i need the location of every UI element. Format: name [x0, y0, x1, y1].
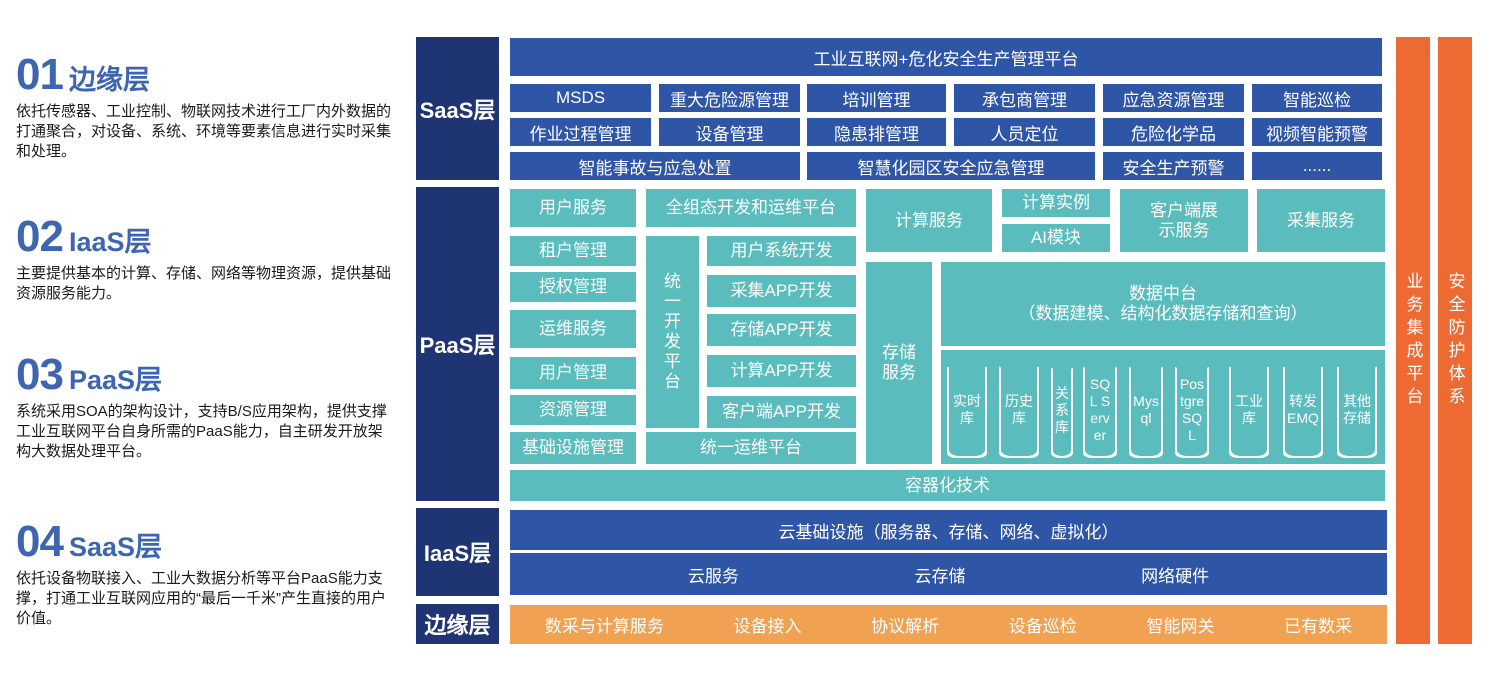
- db-cylinder: 转发EMQ: [1280, 353, 1326, 461]
- paas-compute-service: 计算服务: [866, 189, 992, 252]
- data-center: 数据中台 （数据建模、结构化数据存储和查询）: [941, 262, 1385, 346]
- section-iaas: 02 IaaS层 主要提供基本的计算、存储、网络等物理资源，提供基础资源服务能力…: [16, 212, 396, 304]
- section-saas: 04 SaaS层 依托设备物联接入、工业大数据分析等平台PaaS能力支撑，打通工…: [16, 517, 396, 629]
- paas-storage-service: 存储服务: [866, 262, 932, 464]
- iaas-item: 云服务: [687, 566, 739, 586]
- saas-item: 应急资源管理: [1103, 84, 1244, 112]
- paas-item: 用户服务: [510, 189, 636, 227]
- db-cylinder: 实时库: [944, 353, 990, 461]
- section-number: 01: [16, 50, 64, 99]
- paas-item: 授权管理: [510, 272, 636, 302]
- paas-item: 基础设施管理: [510, 432, 636, 464]
- saas-item: 设备管理: [659, 118, 800, 146]
- paas-item: 运维服务: [510, 310, 636, 348]
- paas-item: 资源管理: [510, 395, 636, 425]
- db-label: 关系库: [1053, 364, 1071, 456]
- db-label: 历史库: [1001, 364, 1037, 456]
- saas-item: 智慧化园区安全应急管理: [807, 152, 1095, 180]
- db-cylinder: 历史库: [996, 353, 1042, 461]
- db-cylinder: Postgre SQL: [1172, 353, 1212, 461]
- section-title: PaaS层: [68, 365, 163, 395]
- iaas-services: 云服务 云存储 网络硬件: [510, 553, 1387, 595]
- db-cylinder: 关系库: [1048, 353, 1076, 461]
- paas-item: 用户管理: [510, 357, 636, 389]
- saas-item: 视频智能预警: [1252, 118, 1382, 146]
- edge-item: 数采与计算服务: [544, 617, 664, 636]
- section-title: 边缘层: [68, 65, 150, 95]
- iaas-item: 云存储: [914, 566, 966, 586]
- edge-item: 已有数采: [1284, 617, 1353, 636]
- db-cylinder: 其他存储: [1334, 353, 1380, 461]
- section-number: 02: [16, 212, 64, 261]
- iaas-cloud-infra: 云基础设施（服务器、存储、网络、虚拟化）: [510, 510, 1387, 550]
- saas-item: 人员定位: [954, 118, 1095, 146]
- db-cylinder: Mysql: [1126, 353, 1166, 461]
- saas-item: 安全生产预警: [1103, 152, 1244, 180]
- saas-item: 智能事故与应急处置: [510, 152, 800, 180]
- section-description: 系统采用SOA的架构设计，支持B/S应用架构，提供支撑工业互联网平台自身所需的P…: [16, 403, 387, 460]
- paas-ai-module: AI模块: [1002, 224, 1110, 252]
- layer-label-iaas: IaaS层: [416, 508, 499, 596]
- section-description: 依托设备物联接入、工业大数据分析等平台PaaS能力支撑，打通工业互联网应用的“最…: [16, 570, 386, 627]
- business-integration-platform: 业务集成平台: [1396, 37, 1430, 644]
- section-description: 主要提供基本的计算、存储、网络等物理资源，提供基础资源服务能力。: [16, 265, 392, 302]
- saas-item: 危险化学品: [1103, 118, 1244, 146]
- db-cylinder: SQL Server: [1080, 353, 1120, 461]
- paas-unified-ops: 统一运维平台: [646, 432, 856, 464]
- layer-label-paas: PaaS层: [416, 187, 499, 501]
- db-label: 工业库: [1231, 364, 1267, 456]
- security-protection-system: 安全防护体系: [1438, 37, 1472, 644]
- paas-collect-service: 采集服务: [1257, 189, 1385, 252]
- section-title: IaaS层: [68, 227, 152, 257]
- paas-dev-item: 采集APP开发: [707, 275, 856, 307]
- edge-item: 协议解析: [871, 617, 940, 636]
- section-number: 04: [16, 517, 64, 566]
- edge-layer: 数采与计算服务 设备接入 协议解析 设备巡检 智能网关 已有数采: [510, 605, 1387, 644]
- paas-client-display: 客户端展示服务: [1120, 189, 1248, 252]
- section-edge: 01 边缘层 依托传感器、工业控制、物联网技术进行工厂内外数据的打通聚合，对设备…: [16, 50, 396, 162]
- db-label: SQL Server: [1085, 364, 1115, 456]
- paas-item: 租户管理: [510, 236, 636, 266]
- paas-compute-instance: 计算实例: [1002, 189, 1110, 217]
- paas-dev-item: 客户端APP开发: [707, 396, 856, 428]
- paas-dev-item: 存储APP开发: [707, 314, 856, 346]
- saas-item: 承包商管理: [954, 84, 1095, 112]
- data-center-subtitle: （数据建模、结构化数据存储和查询）: [1018, 304, 1308, 323]
- saas-platform-title: 工业互联网+危化安全生产管理平台: [510, 38, 1382, 76]
- iaas-item: 网络硬件: [1141, 566, 1210, 586]
- saas-item: 培训管理: [807, 84, 946, 112]
- layer-label-saas: SaaS层: [416, 37, 499, 180]
- saas-item: 智能巡检: [1252, 84, 1382, 112]
- db-label: 转发EMQ: [1285, 364, 1321, 456]
- section-number: 03: [16, 350, 64, 399]
- saas-item: 重大危险源管理: [659, 84, 800, 112]
- db-label: 其他存储: [1339, 364, 1375, 456]
- data-center-title: 数据中台: [1129, 284, 1197, 303]
- paas-dev-ops-platform: 全组态开发和运维平台: [646, 189, 856, 227]
- paas-dev-item: 计算APP开发: [707, 355, 856, 387]
- edge-item: 智能网关: [1146, 617, 1215, 636]
- db-label: Mysql: [1131, 364, 1161, 456]
- paas-unified-dev: 统一开发平台: [646, 236, 699, 428]
- db-cylinder: 工业库: [1226, 353, 1272, 461]
- saas-item: 隐患排管理: [807, 118, 946, 146]
- section-paas: 03 PaaS层 系统采用SOA的架构设计，支持B/S应用架构，提供支撑工业互联…: [16, 350, 396, 462]
- paas-dev-item: 用户系统开发: [707, 236, 856, 266]
- container-tech: 容器化技术: [510, 470, 1385, 501]
- edge-item: 设备接入: [733, 617, 802, 636]
- db-label: Postgre SQL: [1177, 364, 1207, 456]
- saas-item: 作业过程管理: [510, 118, 651, 146]
- edge-item: 设备巡检: [1008, 617, 1077, 636]
- section-title: SaaS层: [68, 532, 163, 562]
- layer-label-edge: 边缘层: [416, 604, 499, 644]
- section-description: 依托传感器、工业控制、物联网技术进行工厂内外数据的打通聚合，对设备、系统、环境等…: [16, 103, 392, 160]
- saas-item: MSDS: [510, 84, 651, 112]
- saas-item: ......: [1252, 152, 1382, 180]
- db-label: 实时库: [949, 364, 985, 456]
